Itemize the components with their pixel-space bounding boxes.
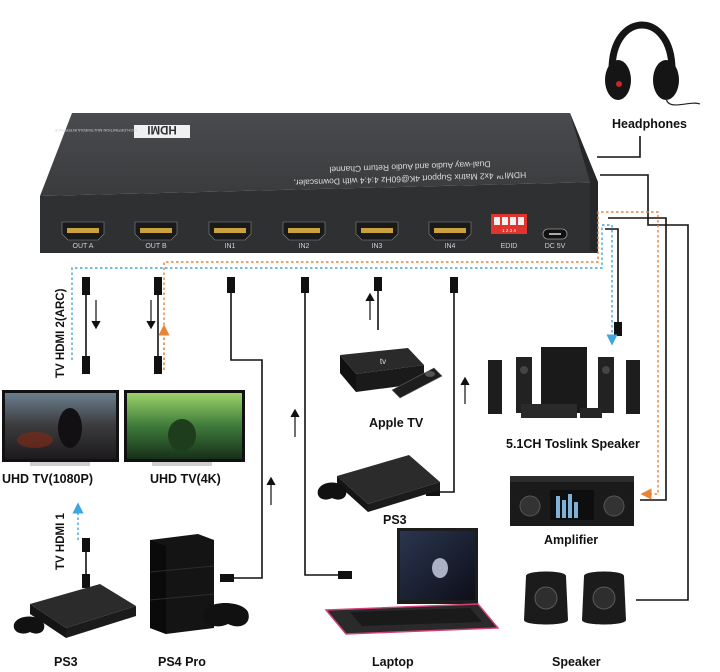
port-in3: IN3 (355, 221, 399, 250)
port-out-a: OUT A (61, 221, 105, 250)
port-label-in3: IN3 (372, 243, 383, 250)
label-uhd-tv-4k: UHD TV(4K) (150, 472, 221, 486)
amplifier-icon (510, 476, 634, 526)
uhd-tv-1080p (2, 390, 119, 466)
label-apple-tv: Apple TV (369, 416, 424, 430)
svg-text:tv: tv (380, 357, 386, 366)
laptop-icon (324, 528, 500, 635)
uhd-tv-4k (124, 390, 245, 466)
dip-numbers: 1 2 3 4 (502, 228, 516, 233)
label-laptop: Laptop (372, 655, 414, 669)
ps3-middle-icon (317, 455, 440, 512)
port-in2: IN2 (282, 221, 326, 250)
port-out-b: OUT B (134, 221, 178, 250)
cable-in1 (230, 282, 263, 579)
label-amplifier: Amplifier (544, 533, 599, 547)
edid-dip-switch: 1 2 3 4 EDID (491, 214, 527, 250)
signal-routes (71, 211, 659, 540)
port-label-dc-5v: DC 5V (545, 243, 566, 250)
port-label-in4: IN4 (445, 243, 456, 250)
label-headphones: Headphones (612, 117, 688, 131)
label-tv-hdmi2-arc: TV HDMI 2(ARC) (55, 288, 67, 378)
label-speaker: Speaker (552, 655, 601, 669)
audio-route-orange (163, 211, 659, 500)
hdmi-logo: HDMI HIGH-DEFINITION MULTIMEDIA INTERFAC… (54, 123, 190, 138)
cable-toslink (605, 228, 619, 330)
hdmi-matrix-device: HDMI HIGH-DEFINITION MULTIMEDIA INTERFAC… (40, 113, 598, 253)
cable-speaker (600, 174, 689, 601)
direction-arrows (91, 292, 470, 505)
label-toslink-speaker: 5.1CH Toslink Speaker (506, 437, 640, 451)
label-ps3-bottom: PS3 (54, 655, 78, 669)
label-tv-hdmi1: TV HDMI 1 (55, 513, 67, 570)
hdmi-logo-text: HDMI (147, 123, 176, 135)
port-label-in2: IN2 (299, 243, 310, 250)
port-in4: IN4 (428, 221, 472, 250)
label-uhd-tv-1080p: UHD TV(1080P) (2, 472, 93, 486)
port-in1: IN1 (208, 221, 252, 250)
port-dc-5v: DC 5V (542, 228, 568, 250)
port-label-edid: EDID (501, 243, 518, 250)
hdmi-logo-subtext: HIGH-DEFINITION MULTIMEDIA INTERFACE (54, 128, 137, 133)
label-ps4-pro: PS4 Pro (158, 655, 206, 669)
port-label-in1: IN1 (225, 243, 236, 250)
cable-in2 (304, 282, 342, 576)
headphones-icon (605, 21, 701, 106)
ps3-bottom-icon (13, 584, 136, 638)
cable-amplifier (608, 217, 667, 501)
cable-headphones (597, 136, 641, 158)
apple-tv-icon: tv (340, 348, 443, 399)
port-label-out-a: OUT A (73, 243, 94, 250)
toslink-speaker-set-icon (488, 347, 640, 418)
speaker-icon (524, 571, 626, 625)
cable-in4 (430, 282, 455, 493)
ps4-pro-icon (149, 534, 249, 634)
port-label-out-b: OUT B (145, 243, 167, 250)
arc-audio-route-blue (71, 224, 618, 360)
label-ps3-middle: PS3 (383, 513, 407, 527)
